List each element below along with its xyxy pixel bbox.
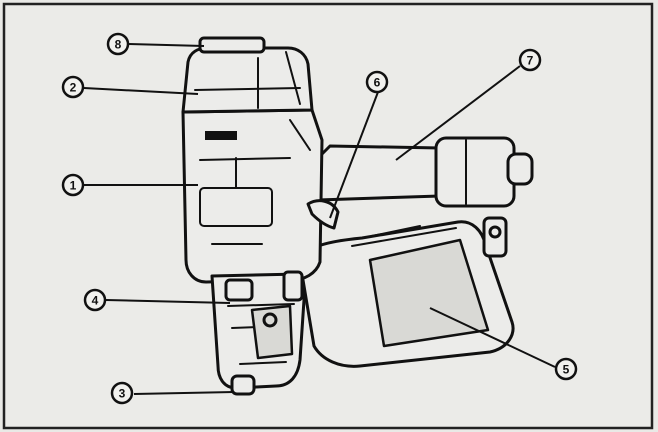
- callout-8-label: 8: [115, 38, 122, 52]
- nose-assembly: [210, 270, 306, 396]
- callout-4-label: 4: [92, 294, 99, 308]
- top-cap: [181, 36, 314, 114]
- coil-magazine: [298, 216, 515, 368]
- cylinder-body: [181, 108, 340, 284]
- leader-5: [429, 307, 556, 368]
- callout-5: 5: [554, 357, 578, 381]
- callout-4: 4: [83, 288, 107, 312]
- callout-6-label: 6: [374, 76, 381, 90]
- callout-1-label: 1: [70, 179, 77, 193]
- leader-3: [133, 391, 235, 395]
- leader-2: [83, 87, 199, 95]
- coil-nailer-drawing: [181, 36, 534, 396]
- leader-8: [128, 43, 205, 47]
- callout-8: 8: [106, 32, 130, 56]
- callout-6: 6: [365, 70, 389, 94]
- callout-5-label: 5: [563, 363, 570, 377]
- callout-2-label: 2: [70, 81, 77, 95]
- callout-7: 7: [518, 48, 542, 72]
- leader-4: [105, 299, 231, 304]
- leader-lines: [83, 43, 556, 395]
- callout-3-label: 3: [119, 387, 126, 401]
- leader-6: [329, 91, 379, 219]
- handle: [316, 136, 534, 208]
- callout-3: 3: [110, 381, 134, 405]
- callout-1: 1: [61, 173, 85, 197]
- callout-2: 2: [61, 75, 85, 99]
- leader-7: [395, 65, 521, 161]
- callout-7-label: 7: [527, 54, 534, 68]
